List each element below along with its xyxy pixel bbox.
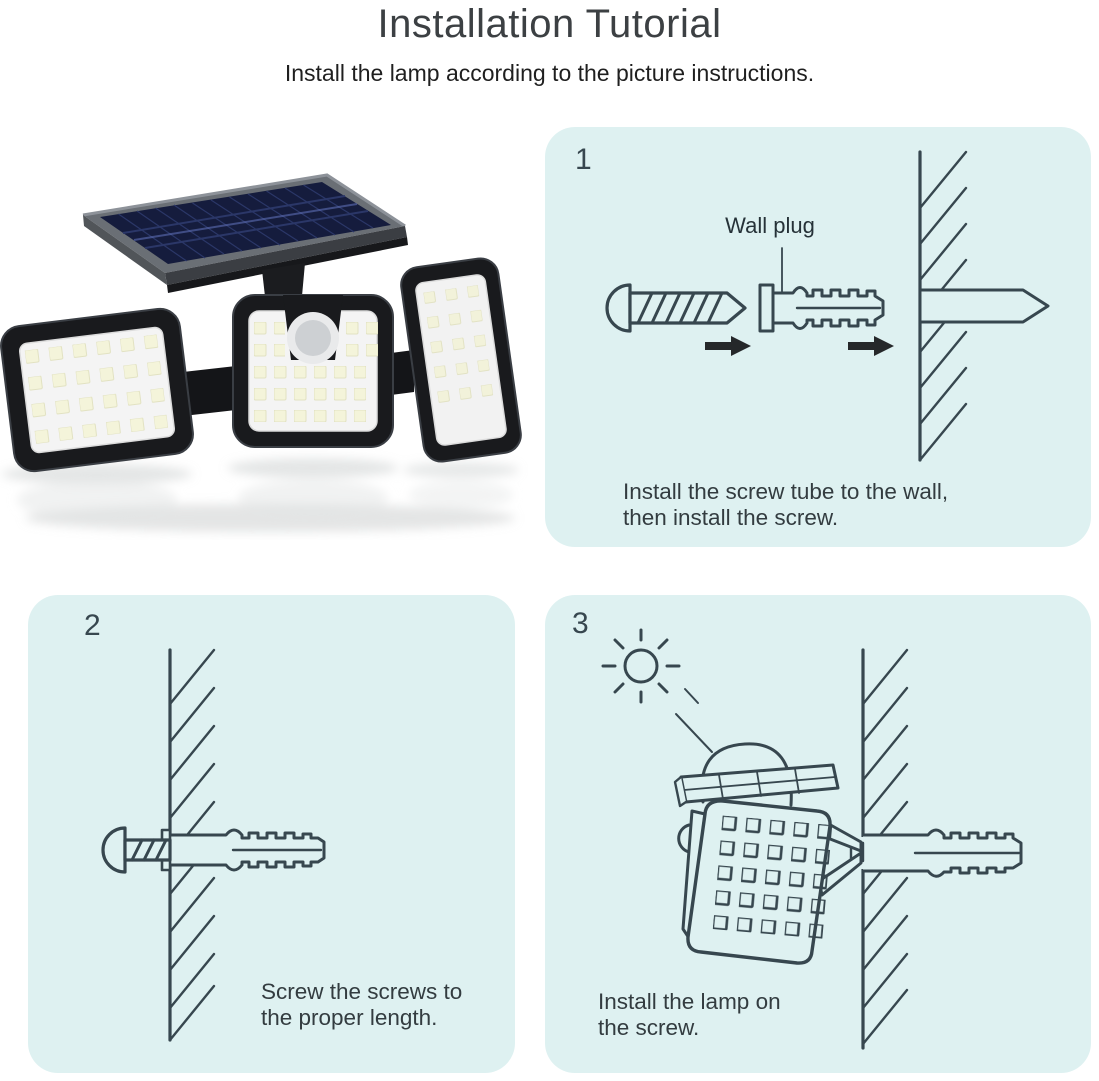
step-3-caption: Install the lamp on the screw. xyxy=(598,989,781,1041)
sun-icon xyxy=(601,628,681,704)
step-1-illustration xyxy=(605,150,1050,462)
wall-plug-label: Wall plug xyxy=(725,213,815,238)
solar-panel-slab xyxy=(673,763,840,808)
drill-hole-drawing xyxy=(918,288,1050,324)
left-arm xyxy=(183,366,236,416)
wall-plug-drawing xyxy=(758,283,885,333)
step-1-caption: Install the screw tube to the wall, then… xyxy=(623,479,948,531)
product-photo xyxy=(0,118,540,540)
step-2-caption-line-2: the proper length. xyxy=(261,1005,438,1030)
step-1-caption-line-2: then install the screw. xyxy=(623,505,839,530)
right-arm xyxy=(391,350,414,395)
step-2-panel: 2 xyxy=(28,595,515,1073)
product-shadow xyxy=(2,458,519,532)
sunlight-dashes xyxy=(675,688,713,753)
led-grid xyxy=(712,815,833,939)
wall-plug-drawing xyxy=(160,828,326,872)
right-light-head xyxy=(400,257,522,463)
step-1-panel: 1 Wall plug xyxy=(545,127,1091,547)
step-3-illustration xyxy=(601,628,1023,1050)
step-2-caption: Screw the screws to the proper length. xyxy=(261,979,462,1031)
step-3-panel: 3 xyxy=(545,595,1091,1073)
center-light-head xyxy=(232,294,394,448)
screw-drawing xyxy=(605,283,747,333)
step-3-caption-line-1: Install the lamp on xyxy=(598,989,781,1014)
product-photo-art xyxy=(0,173,522,532)
arrow-right-icon xyxy=(848,336,894,356)
side-knob xyxy=(677,823,691,854)
wall-plug-drawing xyxy=(861,828,1023,878)
solar-panel xyxy=(82,173,408,323)
arrow-right-icon xyxy=(705,336,751,356)
step-1-number: 1 xyxy=(575,143,592,176)
step-3-number: 3 xyxy=(572,607,589,640)
screw-drawing xyxy=(101,826,172,874)
left-light-head xyxy=(0,307,194,473)
step-2-number: 2 xyxy=(84,609,101,642)
page-subtitle: Install the lamp according to the pictur… xyxy=(284,60,815,86)
step-2-illustration xyxy=(101,648,326,1042)
lamp-drawing xyxy=(673,742,840,965)
step-3-caption-line-2: the screw. xyxy=(598,1015,700,1040)
step-1-caption-line-1: Install the screw tube to the wall, xyxy=(623,479,949,504)
page-title: Installation Tutorial xyxy=(377,2,722,46)
step-2-caption-line-1: Screw the screws to xyxy=(261,979,463,1004)
